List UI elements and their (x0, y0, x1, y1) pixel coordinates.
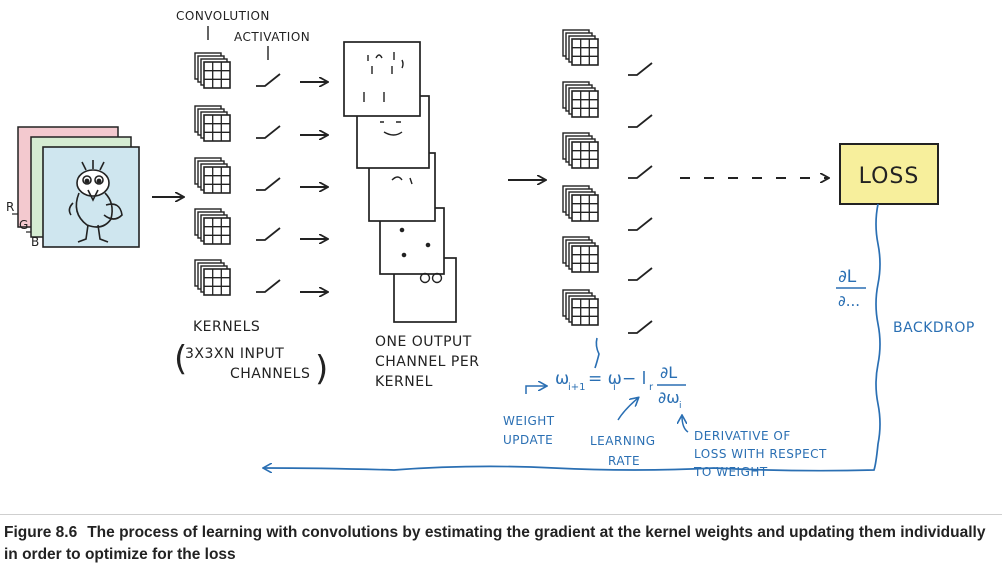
weight-label-2: UPDATE (503, 433, 553, 447)
activation-functions-layer-2 (628, 62, 653, 334)
kernel-stack-4 (194, 208, 231, 245)
kernel2-stack-5 (562, 236, 599, 273)
r-label: R (6, 200, 15, 214)
activation-label: ACTIVATION (234, 30, 310, 44)
kernel-stacks (194, 52, 231, 296)
grad-numerator: ∂L (838, 267, 857, 287)
feature-map-1 (343, 41, 421, 117)
backdrop-label: BACKDROP (893, 320, 975, 336)
activation-icon-5 (256, 279, 281, 293)
caption-divider (0, 514, 1002, 515)
output-label-2: CHANNEL PER (375, 354, 479, 370)
input-image-rgb (17, 126, 140, 248)
caption-text: The process of learning with convolution… (4, 524, 986, 563)
activation-icon-1 (256, 73, 281, 87)
formula-num: ∂L (660, 363, 677, 382)
activation-functions (256, 73, 281, 293)
formula-connector (594, 337, 600, 369)
kernel2-stack-1 (562, 29, 599, 66)
output-label-1: ONE OUTPUT (375, 334, 472, 350)
formula-lr-sub: r (649, 382, 654, 393)
loss-box (839, 143, 939, 205)
kernel-stack-2 (194, 105, 231, 142)
formula-eq-sub: i (613, 382, 616, 393)
activation-icon-4 (256, 227, 281, 241)
kernel-stacks-layer-2 (562, 29, 599, 326)
kernels-label: KERNELS (193, 319, 260, 335)
activation-icon-2 (256, 125, 281, 139)
kernels-sub-2: CHANNELS (230, 366, 310, 382)
b-label: B (31, 235, 40, 249)
activation-icon-3 (256, 177, 281, 191)
output-label-3: KERNEL (375, 374, 433, 390)
deriv-label-1: DERIVATIVE OF (694, 429, 791, 443)
kernel-stack-5 (194, 259, 231, 296)
grad-denominator: ∂... (838, 292, 860, 310)
bird-sketch-icon (68, 160, 123, 243)
weight-label-1: WEIGHT (503, 414, 555, 428)
kernel2-stack-4 (562, 185, 599, 222)
kernels-sub-1: 3X3XN INPUT (185, 346, 284, 362)
kernels-paren-close: ) (315, 349, 328, 389)
lr-label-2: RATE (608, 454, 640, 468)
kernel2-stack-6 (562, 289, 599, 326)
kernel2-stack-3 (562, 132, 599, 169)
kernel-output-arrows (300, 82, 327, 292)
formula-lhs: ω (555, 369, 569, 389)
backprop-path (264, 203, 881, 471)
formula-eq: = ω (588, 369, 622, 389)
g-label: G (19, 218, 29, 232)
weight-pointer (525, 386, 546, 394)
kernel2-stack-2 (562, 81, 599, 118)
weight-update-formula: ω i+1 = ω i − l r ∂L ∂ω i (555, 363, 686, 411)
formula-minus: − l (622, 369, 646, 389)
deriv-label-3: TO WEIGHT (693, 465, 768, 479)
lr-pointer (617, 398, 638, 421)
deriv-pointer (682, 416, 689, 433)
caption-number: Figure 8.6 (4, 524, 78, 541)
kernel-stack-1 (194, 52, 231, 89)
formula-lhs-sub: i+1 (568, 382, 586, 393)
convolution-label: CONVOLUTION (176, 9, 270, 23)
convolution-learning-diagram: CONVOLUTION ACTIVATION R G B (6, 9, 975, 479)
formula-den-sub: i (679, 401, 682, 411)
lr-label-1: LEARNING (590, 434, 656, 448)
output-feature-maps (343, 41, 457, 323)
deriv-label-2: LOSS WITH RESPECT (694, 447, 827, 461)
kernels-paren-open: ( (174, 339, 187, 379)
formula-den: ∂ω (658, 388, 680, 407)
loss-label: LOSS (859, 164, 920, 189)
kernel-stack-3 (194, 157, 231, 194)
